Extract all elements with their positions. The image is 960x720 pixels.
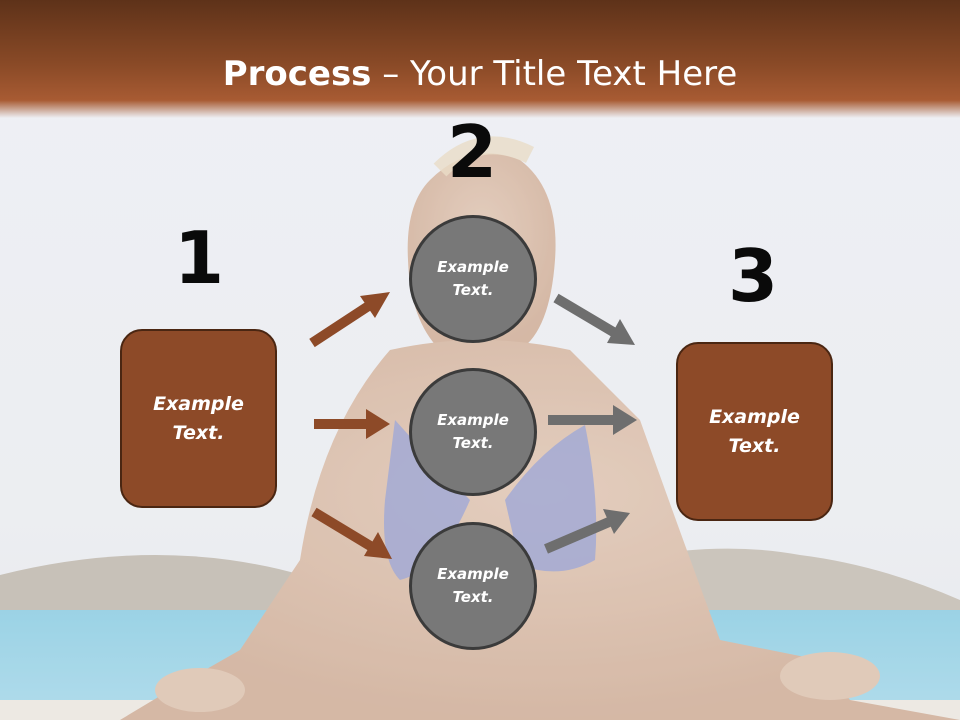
arrow-box1-to-circle-bottom [311, 507, 392, 559]
title-strong: Process [222, 54, 372, 94]
step-number-3: 3 [727, 234, 779, 318]
title-bar [0, 0, 960, 118]
arrow-box1-to-circle-top [309, 292, 390, 348]
arrow-circle-bottom-to-box3 [544, 509, 630, 554]
title-rest: – Your Title Text Here [371, 54, 738, 94]
circle-bottom: Example Text. [409, 522, 537, 650]
step-box-3: Example Text. [676, 342, 833, 521]
step-number-2: 2 [446, 110, 498, 194]
arrow-circle-top-to-box3 [553, 293, 635, 345]
step-box-1-label: Example Text. [153, 392, 244, 444]
step-box-1: Example Text. [120, 329, 277, 508]
step-box-3-label: Example Text. [709, 405, 800, 457]
arrow-box1-to-circle-middle [314, 409, 390, 439]
step-number-1: 1 [173, 216, 225, 300]
arrow-circle-middle-to-box3 [548, 405, 637, 435]
circle-top-label: Example Text. [437, 258, 509, 299]
circle-middle-label: Example Text. [437, 411, 509, 452]
circle-top: Example Text. [409, 215, 537, 343]
circle-middle: Example Text. [409, 368, 537, 496]
circle-bottom-label: Example Text. [437, 565, 509, 606]
slide-title: Process – Your Title Text Here [0, 52, 960, 96]
